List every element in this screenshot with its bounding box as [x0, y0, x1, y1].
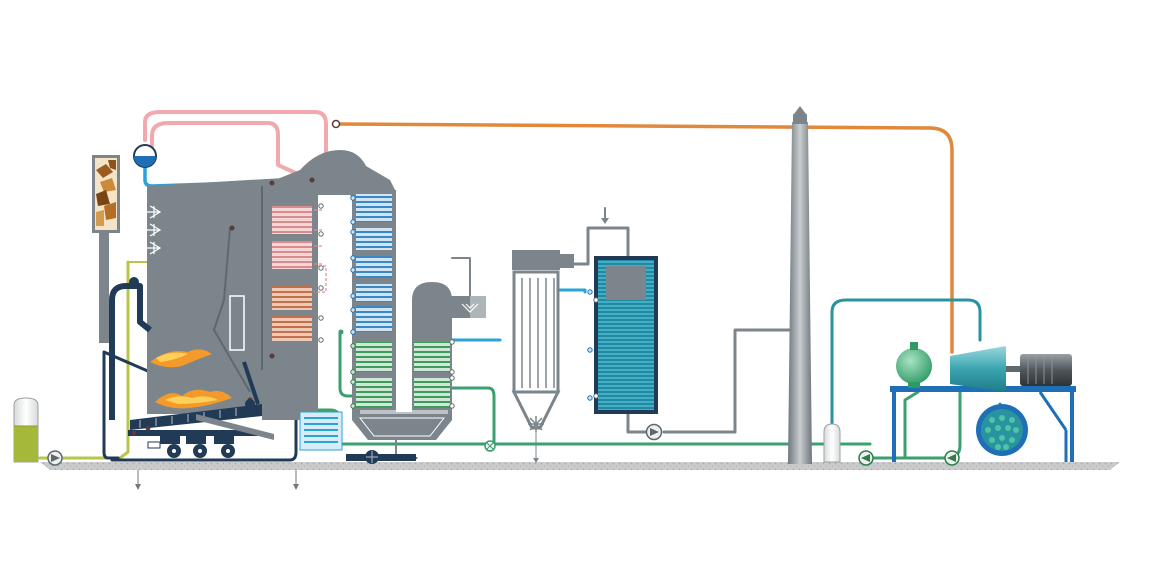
- economizer: [331, 119, 396, 412]
- condenser: [976, 404, 1028, 456]
- superheaters: [272, 203, 327, 343]
- steam-separator: [896, 342, 932, 388]
- boiler-furnace: [132, 150, 396, 420]
- cyclone-icon: [528, 416, 544, 432]
- flame-icon: [150, 349, 232, 409]
- wood-chips-icon: [96, 160, 116, 226]
- deaerator-tank: [823, 423, 841, 463]
- grate: [109, 277, 274, 458]
- steam-pipes: [143, 110, 954, 354]
- fuel-tank: [13, 397, 39, 463]
- burner-icon: [132, 205, 162, 255]
- turbine-skid: [890, 386, 1076, 462]
- generator: [1020, 354, 1072, 386]
- condensate-pumps: [858, 450, 960, 466]
- fuel-hopper: [92, 155, 120, 343]
- steam-turbine: [950, 346, 1022, 392]
- air-preheater: [299, 282, 486, 464]
- steam-drum: [133, 144, 157, 168]
- chimney: [788, 106, 812, 464]
- induced-draft-fan: [645, 423, 663, 441]
- flue-gas-condenser: [587, 256, 658, 414]
- bag-filter: [452, 250, 574, 463]
- ground: [40, 462, 1120, 490]
- fan-icon: [461, 303, 479, 313]
- feed-pump: [47, 450, 63, 466]
